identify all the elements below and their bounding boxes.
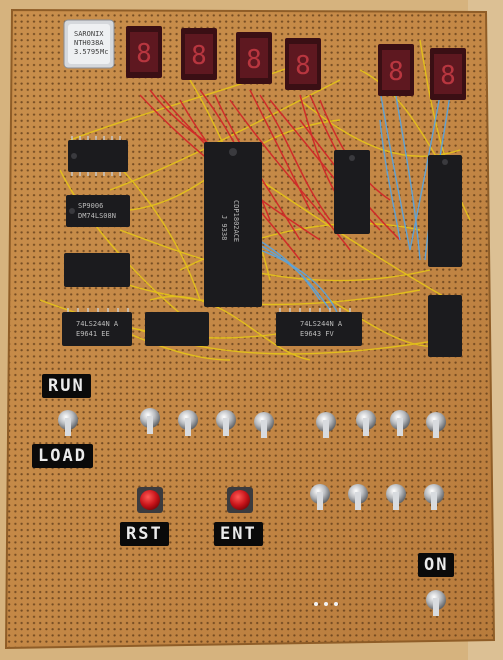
chip-memory	[334, 150, 370, 234]
toggle-switch	[424, 484, 444, 510]
buffer-a-marking-1: 74LS244N A	[76, 320, 119, 328]
chip-buffer-b	[276, 312, 362, 346]
toggle-switch	[310, 484, 330, 510]
hex-buffer-marking-1: SP9006	[78, 202, 104, 210]
chip-logic-3	[145, 312, 209, 346]
toggle-switch	[254, 412, 274, 438]
svg-text:8: 8	[246, 45, 262, 75]
chip-cpu	[204, 142, 262, 307]
dip-chips	[62, 140, 462, 357]
toggle-switch	[140, 408, 160, 434]
chip-logic-1	[68, 140, 128, 172]
toggle-switch	[348, 484, 368, 510]
buffer-b-marking-2: E9643 FV	[300, 330, 334, 338]
toggle-switch	[316, 412, 336, 438]
toggle-switch	[426, 412, 446, 438]
led-displays: 8 8 8 8 8 8	[126, 26, 466, 100]
crystal-marking-1: SARONIX	[74, 30, 104, 38]
push-buttons	[137, 487, 253, 513]
hex-buffer-marking-2: DM74LS08N	[78, 212, 116, 220]
chip-logic-2	[64, 253, 130, 287]
toggle-switch	[356, 410, 376, 436]
run-label: RUN	[42, 374, 91, 398]
status-leds	[314, 602, 338, 606]
svg-text:8: 8	[136, 39, 152, 69]
cpu-marking-1: CDP1802ACE	[232, 200, 240, 243]
load-label: LOAD	[32, 444, 93, 468]
cpu-marking-2: J 9338	[220, 215, 228, 241]
chip-right-large	[428, 155, 462, 267]
crystal-marking-4: Mc	[100, 48, 109, 56]
crystal-marking-2: NTH038A	[74, 39, 104, 47]
chip-buffer-a	[62, 312, 132, 346]
toggle-switch-run-load	[58, 410, 78, 436]
crystal-marking-3: 3.5795	[74, 48, 100, 56]
chip-pins	[67, 136, 351, 312]
rst-label: RST	[120, 522, 169, 546]
ent-label: ENT	[214, 522, 263, 546]
reset-push-button	[137, 487, 163, 513]
on-label: ON	[418, 553, 455, 577]
toggle-switch-power	[426, 590, 446, 616]
svg-text:8: 8	[191, 41, 207, 71]
enter-push-button	[227, 487, 253, 513]
toggle-switch	[386, 484, 406, 510]
toggle-switch	[390, 410, 410, 436]
svg-text:8: 8	[295, 51, 311, 81]
toggle-switches	[58, 408, 446, 616]
svg-text:8: 8	[440, 61, 456, 91]
buffer-b-marking-1: 74LS244N A	[300, 320, 343, 328]
buffer-a-marking-2: E9641 EE	[76, 330, 110, 338]
toggle-switch	[216, 410, 236, 436]
svg-text:8: 8	[388, 57, 404, 87]
chip-right-small	[428, 295, 462, 357]
toggle-switch	[178, 410, 198, 436]
crystal-oscillator	[63, 19, 115, 69]
chip-hex-buffer	[66, 195, 130, 227]
chip-notches	[69, 148, 448, 214]
